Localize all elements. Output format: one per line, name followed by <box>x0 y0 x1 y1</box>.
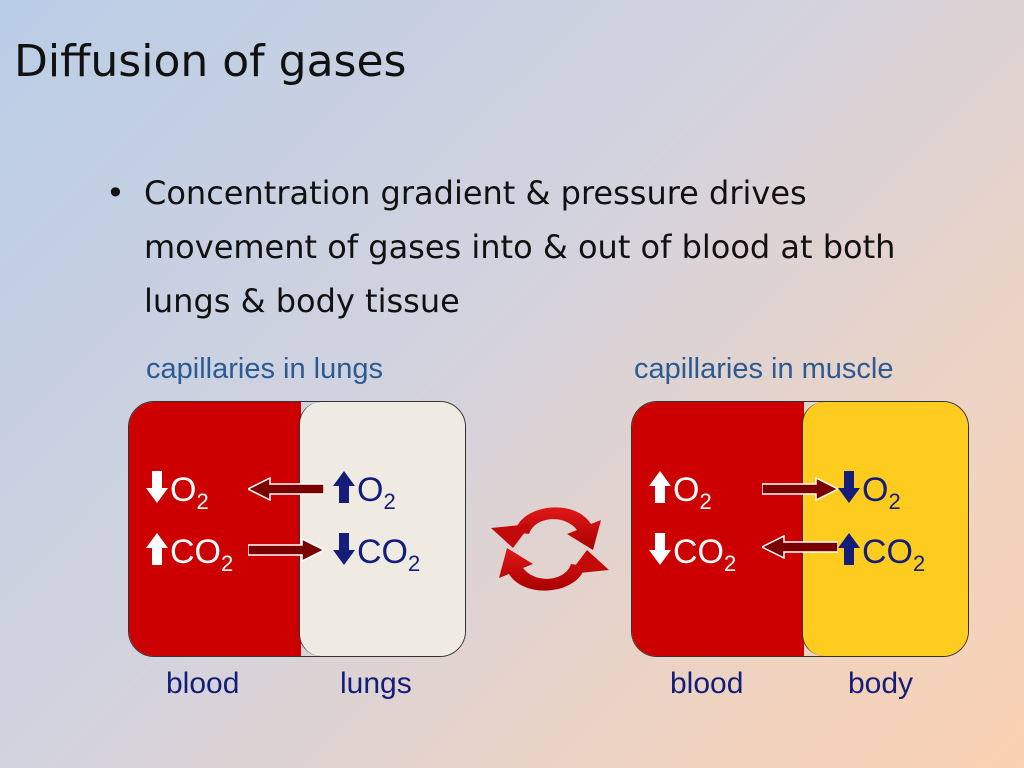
lungs-panel <box>128 401 466 657</box>
bullet-text: Concentration gradient & pressure drives… <box>144 174 896 320</box>
lungs-panel-lungs-label: lungs <box>340 667 412 700</box>
lungs-lungs-co2: CO2 <box>333 533 420 575</box>
arrow-down-icon <box>333 533 355 565</box>
lungs-blood-co2: CO2 <box>146 533 233 575</box>
arrow-down-icon <box>649 533 671 565</box>
arrow-up-icon <box>333 471 355 503</box>
muscle-panel-blood-half <box>632 402 804 656</box>
o2-flow-left-arrow-icon <box>248 477 324 501</box>
muscle-blood-co2: CO2 <box>649 533 736 575</box>
arrow-up-icon <box>146 533 168 565</box>
co2-flow-right-arrow-icon <box>248 538 324 562</box>
arrow-up-icon <box>649 471 671 503</box>
muscle-panel <box>631 401 969 657</box>
lungs-blood-o2: O2 <box>146 471 209 513</box>
lungs-panel-blood-label: blood <box>166 667 240 700</box>
bullet-point: • Concentration gradient & pressure driv… <box>106 166 936 328</box>
co2-flow-left-arrow-icon <box>762 535 838 559</box>
muscle-blood-o2: O2 <box>649 471 712 513</box>
bullet-dot-icon: • <box>106 174 125 212</box>
arrow-up-icon <box>838 533 860 565</box>
lungs-lungs-o2: O2 <box>333 471 396 513</box>
muscle-panel-body-half <box>802 402 968 656</box>
muscle-body-o2: O2 <box>838 471 901 513</box>
circular-cycle-arrows-icon <box>491 507 609 591</box>
muscle-panel-caption: capillaries in muscle <box>634 353 894 385</box>
o2-flow-right-arrow-icon <box>762 477 838 501</box>
arrow-down-icon <box>146 471 168 503</box>
muscle-body-co2: CO2 <box>838 533 925 575</box>
muscle-panel-blood-label: blood <box>670 667 744 700</box>
muscle-panel-body-label: body <box>848 667 914 700</box>
lungs-panel-lungs-half <box>299 402 465 656</box>
lungs-panel-caption: capillaries in lungs <box>146 353 383 385</box>
slide-title: Diffusion of gases <box>14 36 407 87</box>
lungs-panel-blood-half <box>129 402 301 656</box>
arrow-down-icon <box>838 471 860 503</box>
